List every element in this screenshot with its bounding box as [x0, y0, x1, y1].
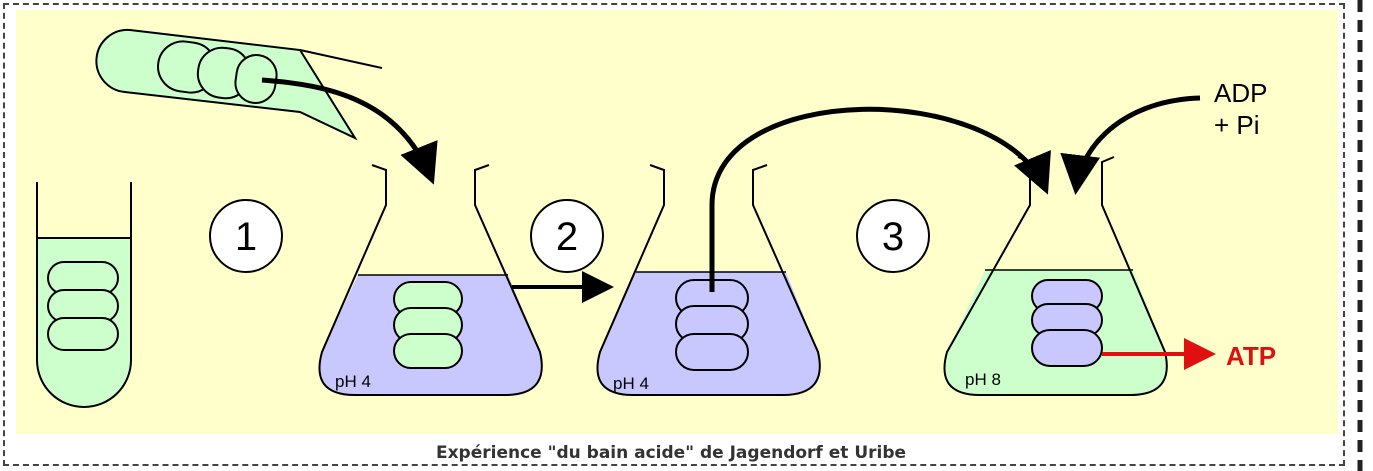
- step-2-number: 2: [556, 215, 578, 259]
- step-1-number: 1: [235, 215, 257, 259]
- flask-1-ph-label: pH 4: [335, 372, 371, 391]
- test-tube-icon: [36, 182, 132, 408]
- flask-2-ph-label: pH 4: [613, 374, 649, 393]
- transfer-arrow-3-icon: [709, 106, 1051, 292]
- figure-frame: [3, 3, 1345, 466]
- step-1-badge: 1: [209, 199, 283, 273]
- flask-3-ph-label: pH 8: [965, 370, 1001, 389]
- step-3-badge: 3: [856, 199, 930, 273]
- pi-label: + Pi: [1214, 110, 1260, 140]
- pipette-tube-icon: [95, 28, 383, 141]
- flask-1: pH 4: [318, 164, 543, 396]
- flask-2: pH 4: [596, 164, 821, 396]
- reagent-arrow-icon: [1060, 95, 1201, 195]
- flask-3: pH 8: [943, 156, 1168, 396]
- adp-label: ADP: [1214, 78, 1267, 108]
- figure-caption: Expérience "du bain acide" de Jagendorf …: [435, 443, 907, 463]
- right-dashed-border: [1357, 0, 1363, 471]
- transfer-arrow-icon: [261, 77, 438, 185]
- step-2-badge: 2: [530, 199, 604, 273]
- step-3-number: 3: [882, 215, 904, 259]
- atp-label: ATP: [1226, 341, 1276, 371]
